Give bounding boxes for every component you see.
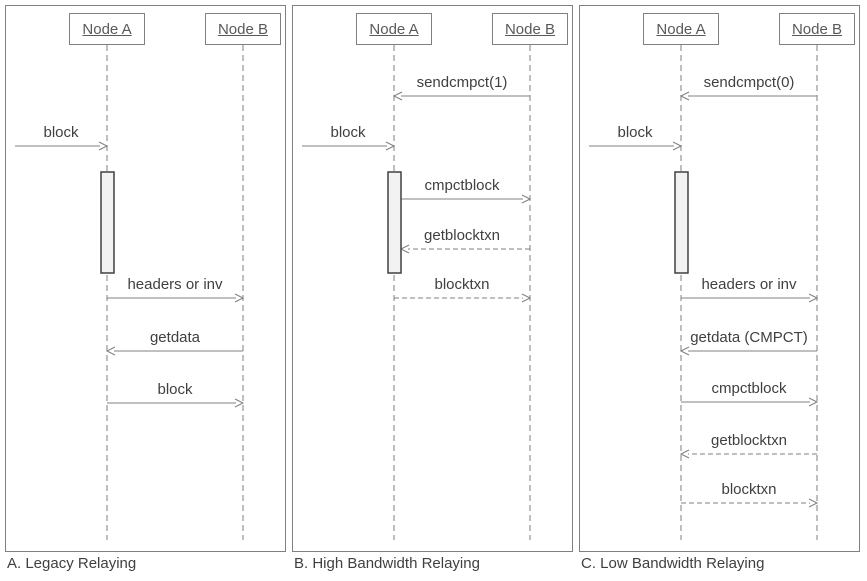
node-a-box: Node A [643, 13, 719, 45]
arrowhead-right-icon [808, 293, 819, 303]
message-label: cmpctblock [424, 177, 500, 194]
message-label: sendcmpct(1) [416, 74, 508, 91]
message-label: block [617, 124, 653, 141]
arrowhead-right-icon [521, 293, 532, 303]
caption-panel-a: A. Legacy Relaying [7, 555, 137, 572]
message-label: block [43, 124, 79, 141]
message-label: getblocktxn [424, 227, 500, 244]
arrowhead-left-icon [105, 346, 116, 356]
panel-c-canvas [589, 45, 819, 540]
message-label: getblocktxn [711, 432, 787, 449]
node-b-label: Node B [217, 20, 269, 38]
arrowhead-right-icon [234, 398, 245, 408]
message-label: sendcmpct(0) [703, 74, 795, 91]
node-b-box: Node B [205, 13, 281, 45]
arrowhead-left-icon [679, 346, 690, 356]
message-label: block [157, 381, 193, 398]
message-label: headers or inv [127, 276, 223, 293]
message-label: blocktxn [721, 481, 777, 498]
node-a-label: Node A [369, 20, 419, 38]
message-label: getdata (CMPCT) [690, 329, 808, 346]
caption-panel-b: B. High Bandwidth Relaying [294, 555, 480, 572]
message-label: block [330, 124, 366, 141]
panel-a-canvas [15, 45, 245, 540]
panel-high-bandwidth-relaying: Node A Node B sendcmpct(1) block cmpctbl… [292, 5, 573, 552]
caption-panel-c: C. Low Bandwidth Relaying [581, 555, 765, 572]
arrowhead-right-icon [808, 498, 819, 508]
message-label: headers or inv [701, 276, 797, 293]
arrowhead-right-icon [808, 397, 819, 407]
arrowhead-left-icon [392, 91, 403, 101]
node-b-label: Node B [791, 20, 843, 38]
arrowhead-right-icon [234, 293, 245, 303]
node-a-label: Node A [82, 20, 132, 38]
activation-bar [100, 171, 115, 274]
arrowhead-right-icon [385, 141, 396, 151]
panel-legacy-relaying: Node A Node B block headers or inv getda… [5, 5, 286, 552]
arrowhead-right-icon [98, 141, 109, 151]
arrowhead-right-icon [672, 141, 683, 151]
activation-bar [674, 171, 689, 274]
arrowhead-left-icon [679, 449, 690, 459]
message-label: cmpctblock [711, 380, 787, 397]
panel-b-canvas [302, 45, 532, 540]
panel-low-bandwidth-relaying: Node A Node B sendcmpct(0) block headers… [579, 5, 860, 552]
node-b-label: Node B [504, 20, 556, 38]
activation-bar [387, 171, 402, 274]
node-b-box: Node B [492, 13, 568, 45]
message-label: blocktxn [434, 276, 490, 293]
message-label: getdata [149, 329, 201, 346]
node-a-label: Node A [656, 20, 706, 38]
node-b-box: Node B [779, 13, 855, 45]
arrowhead-right-icon [521, 194, 532, 204]
arrowhead-left-icon [679, 91, 690, 101]
node-a-box: Node A [69, 13, 145, 45]
node-a-box: Node A [356, 13, 432, 45]
arrowhead-left-icon [399, 244, 410, 254]
